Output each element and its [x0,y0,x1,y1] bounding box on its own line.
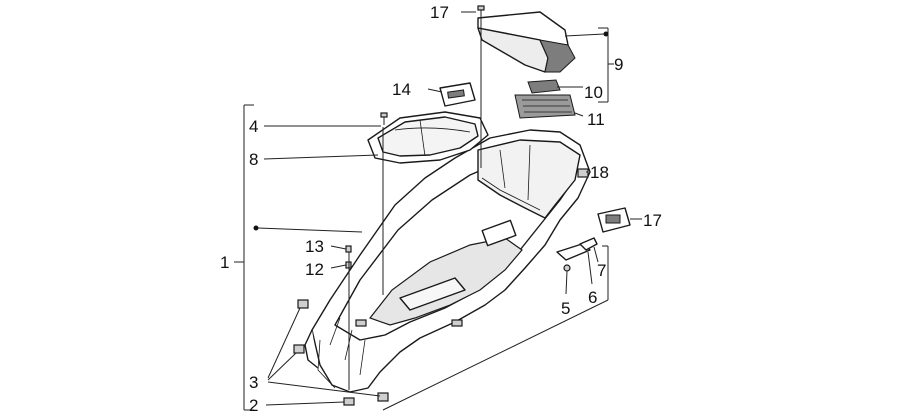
clips-part-3 [293,299,389,402]
bracket-part-17 [597,207,631,233]
seat-cover-part-8 [367,111,489,164]
screw-part-4 [380,112,388,125]
callout-7: 7 [597,261,606,280]
callout-8: 8 [249,150,258,169]
callout-6: 6 [588,288,597,307]
clip-part-18 [577,168,589,178]
pad-part-10 [527,79,561,94]
callout-3: 3 [249,373,258,392]
group-bracket-9 [598,27,614,103]
clip-parts-5-6-7 [556,237,598,272]
callout-15: 17 [430,3,449,22]
callout-14: 14 [392,80,411,99]
callout-labels: 17 9 14 10 11 4 8 18 17 13 1 7 12 6 5 3 … [220,3,662,415]
callout-17: 17 [643,211,662,230]
group-bracket-5-6-7 [382,245,609,411]
callout-12: 12 [305,260,324,279]
callout-13: 13 [305,237,324,256]
callout-2: 2 [249,396,258,415]
callout-1: 1 [220,253,229,272]
mat-part-11 [514,94,576,119]
helmet-compartment [304,129,591,393]
clip-part-2 [343,397,355,406]
callout-4: 4 [249,117,258,136]
callout-5: 5 [561,299,570,318]
plate-part-14 [439,82,476,107]
screw-part-15 [477,5,485,20]
callout-10: 10 [584,83,603,102]
callout-9: 9 [614,55,623,74]
leader-lines [253,11,642,406]
callout-11: 11 [587,110,605,129]
group-bracket-1 [234,104,254,411]
battery-box-part-9 [477,11,576,73]
callout-18: 18 [590,163,609,182]
